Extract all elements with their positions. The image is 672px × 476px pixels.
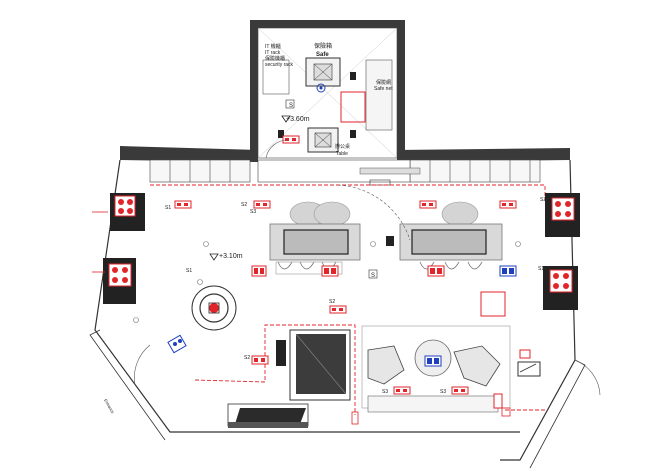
safe-net-cabinet	[365, 59, 393, 131]
sensor-tag	[493, 393, 503, 409]
it-rack	[262, 59, 290, 95]
safe-net-label-cn: 保險網	[376, 79, 391, 86]
safe-label-en: Safe	[316, 52, 329, 58]
sensor-tags	[167, 200, 531, 409]
left-display-table	[269, 201, 361, 275]
entrance-label: Entrance	[103, 398, 116, 415]
sensor-tag	[329, 305, 347, 314]
sensor-tag	[174, 200, 192, 209]
tag-label: S1	[165, 205, 171, 211]
it-rack-label-cn: IT 機櫃	[265, 43, 281, 50]
right-display-table	[386, 201, 503, 270]
vault-sensor-tag	[282, 135, 300, 144]
table-label-en: Table	[336, 151, 348, 157]
security-rack-label-cn: 保險機櫃	[265, 55, 285, 62]
sensor-tag	[251, 355, 269, 365]
tag-label: S1	[538, 266, 544, 272]
table-label-cn: 辦公桌	[335, 143, 350, 150]
right-cabinets	[543, 193, 580, 310]
sensor-tag	[251, 265, 267, 277]
tag-label: S2	[244, 355, 250, 361]
safe-label-cn: 保險箱	[314, 42, 332, 50]
red-zone-marker	[480, 291, 506, 317]
light-fixtures	[133, 241, 521, 323]
vault-room: S IT 機櫃 IT rack 保險機櫃 security rack 保險箱 S…	[250, 20, 405, 181]
sensor-tag	[419, 200, 437, 209]
svg-text:S: S	[371, 273, 375, 279]
safe-net-label-en: Safe net	[374, 86, 393, 92]
tag-label: S2	[329, 299, 335, 305]
sensor-tag	[427, 265, 445, 277]
camera-icon	[350, 72, 356, 80]
sensor-tag	[321, 265, 339, 277]
tag-label: S3	[250, 209, 256, 215]
tag-label: S3	[440, 389, 446, 395]
tag-label: S2	[540, 197, 546, 203]
tag-label: S3	[382, 389, 388, 395]
lounge	[361, 325, 541, 413]
back-room	[227, 329, 351, 428]
sensor-tag	[393, 386, 411, 395]
sensor-tag-blue	[167, 334, 187, 354]
top-facade	[120, 146, 570, 186]
left-cabinets	[92, 193, 145, 304]
tag-label: S1	[186, 268, 192, 274]
svg-text:S: S	[289, 103, 293, 109]
sensor-tag	[451, 386, 469, 395]
it-rack-label-en: IT rack	[265, 50, 281, 56]
sensor-tag	[519, 349, 531, 359]
main-level-label: +3.10m	[219, 253, 243, 260]
motion-sensor-icon	[316, 83, 326, 93]
round-display	[191, 285, 237, 331]
doors	[134, 184, 601, 396]
sensor-tag-blue	[424, 355, 442, 367]
vault-level-label: +3.60m	[286, 116, 310, 123]
tag-label: S2	[241, 202, 247, 208]
sensor-tag	[253, 200, 271, 209]
sensor-labels: S1 S2 S3 S2 S1 S2 S2 S3 S3 S1	[165, 197, 546, 395]
security-rack-label-en: security rack	[265, 62, 294, 68]
red-zone-marker	[340, 91, 366, 123]
sensor-tag-blue	[499, 265, 517, 277]
sensor-tag	[499, 200, 517, 209]
